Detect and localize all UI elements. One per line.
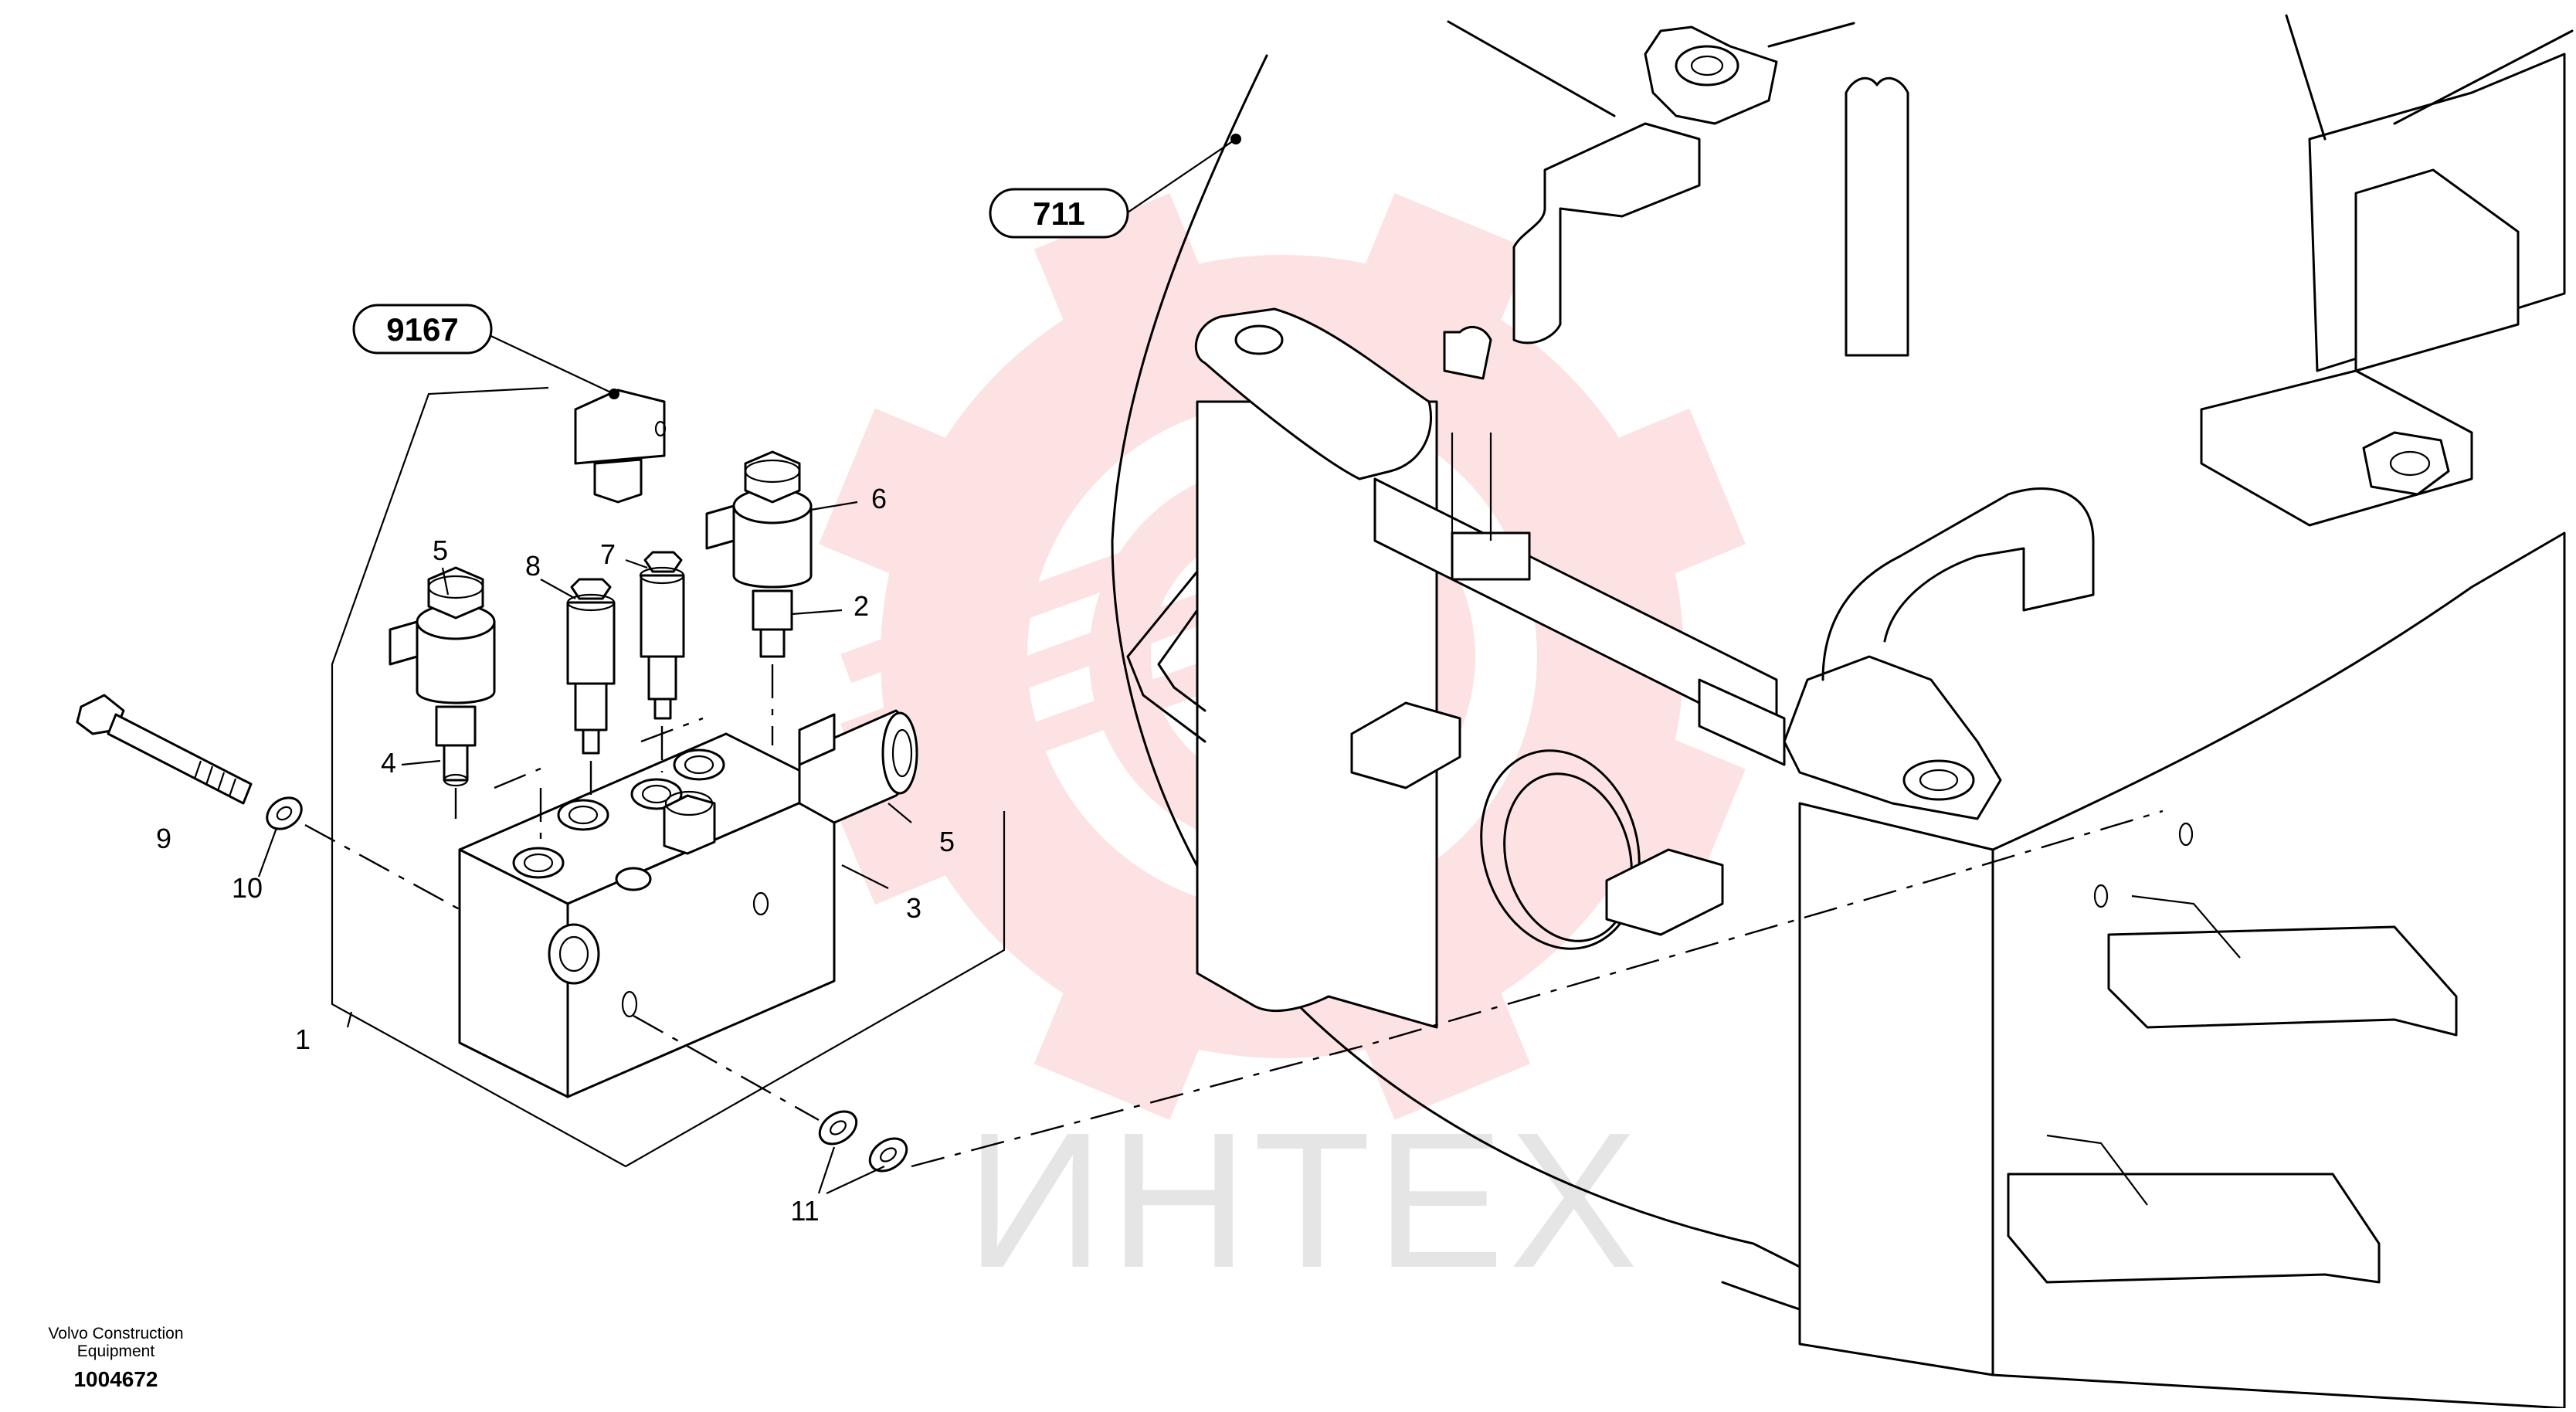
- drawing-number: 1004672: [73, 1367, 158, 1391]
- part-label-7: 7: [600, 538, 616, 570]
- callout-9167-text: 9167: [386, 311, 458, 348]
- leader-lines: [257, 134, 1241, 1194]
- part-label-9: 9: [156, 823, 171, 854]
- watermark-gear-tooth: [819, 408, 989, 592]
- watermark-gear-tooth: [1575, 408, 1746, 592]
- company-name-line1: Volvo Construction: [48, 1325, 183, 1342]
- callout-711-text: 711: [1033, 195, 1085, 232]
- watermark-gear-tooth: [1033, 949, 1217, 1120]
- part-label-3: 3: [906, 892, 921, 924]
- watermark-text: ИНТЕХ: [966, 1092, 1642, 1308]
- part-label-10: 10: [232, 872, 263, 904]
- labels-layer: 711 9167 1 2 3 4 5 5 6 7 8 9 10 11: [156, 188, 1129, 1227]
- drawing-footer: Volvo Construction Equipment 1004672: [48, 1325, 183, 1391]
- company-name-line2: Equipment: [77, 1342, 155, 1360]
- callout-711: 711: [989, 188, 1129, 239]
- part-label-5-upper: 5: [433, 535, 448, 566]
- part-label-11: 11: [790, 1195, 819, 1227]
- part-label-4: 4: [381, 747, 396, 779]
- valve-block-side: [566, 786, 836, 1098]
- part-label-2: 2: [854, 590, 869, 622]
- part-label-5-side: 5: [939, 826, 955, 857]
- watermark-gear-tooth: [1347, 193, 1531, 364]
- part-label-1: 1: [295, 1023, 311, 1055]
- part-label-6: 6: [871, 483, 887, 514]
- part-label-8: 8: [525, 550, 541, 582]
- valve-assembly-drawing: [76, 386, 2164, 1173]
- callout-9167: 9167: [352, 304, 493, 355]
- machine-frame-drawing: [1111, 14, 2574, 1410]
